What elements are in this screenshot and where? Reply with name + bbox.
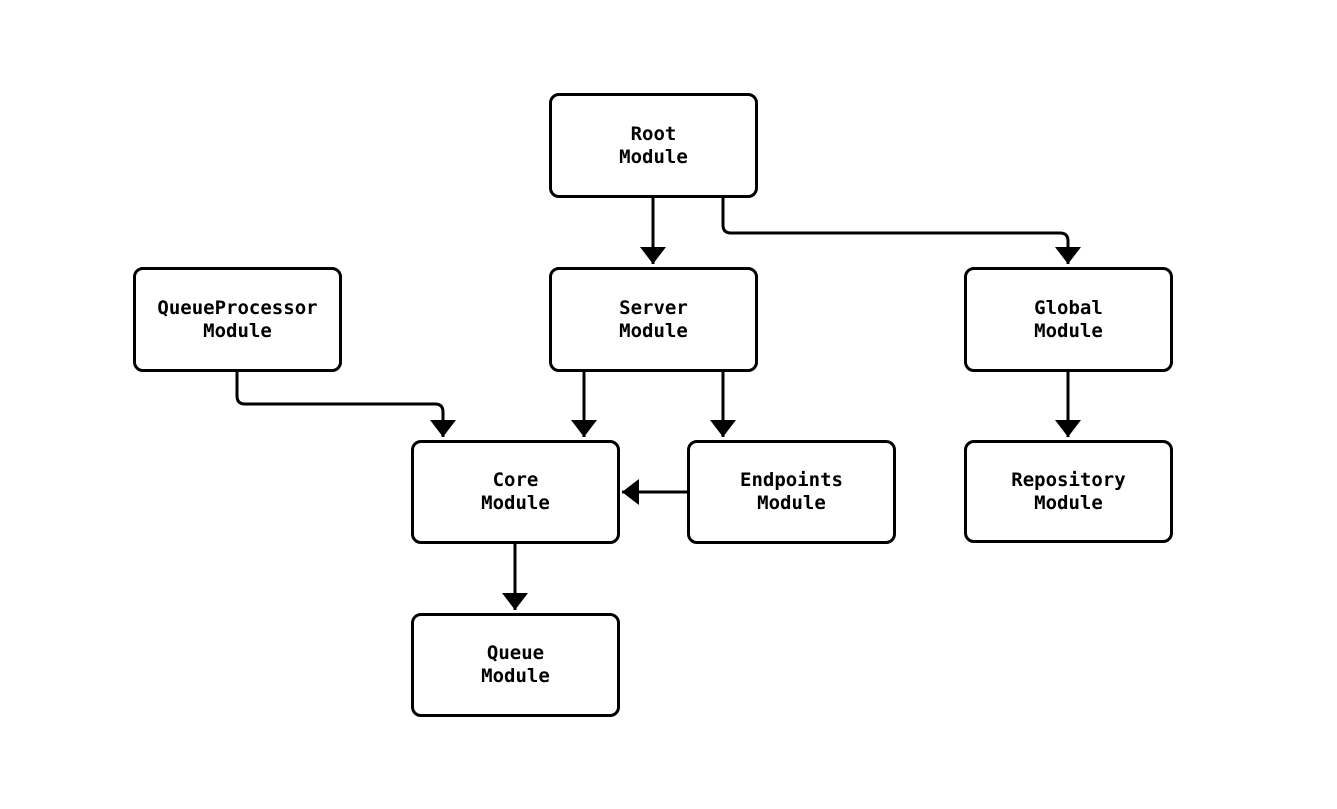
node-repository-module: Repository Module bbox=[964, 440, 1173, 543]
node-server-module-label: Server Module bbox=[619, 296, 688, 342]
edge-queueprocessor-to-core bbox=[235, 372, 456, 437]
node-queueprocessor-module: QueueProcessor Module bbox=[133, 267, 342, 372]
node-endpoints-module: Endpoints Module bbox=[687, 440, 896, 544]
node-global-module-label: Global Module bbox=[1034, 296, 1103, 342]
edge-root-to-global bbox=[721, 197, 1081, 264]
node-queueprocessor-module-label: QueueProcessor Module bbox=[157, 296, 318, 342]
node-global-module: Global Module bbox=[964, 267, 1173, 372]
node-server-module: Server Module bbox=[549, 267, 758, 372]
node-endpoints-module-label: Endpoints Module bbox=[740, 469, 843, 514]
node-queue-module: Queue Module bbox=[411, 613, 620, 717]
node-repository-module-label: Repository Module bbox=[1011, 468, 1126, 514]
node-core-module: Core Module bbox=[411, 440, 620, 544]
node-root-module: Root Module bbox=[549, 93, 758, 198]
node-core-module-label: Core Module bbox=[481, 469, 550, 514]
node-root-module-label: Root Module bbox=[619, 122, 688, 168]
node-queue-module-label: Queue Module bbox=[481, 642, 550, 687]
